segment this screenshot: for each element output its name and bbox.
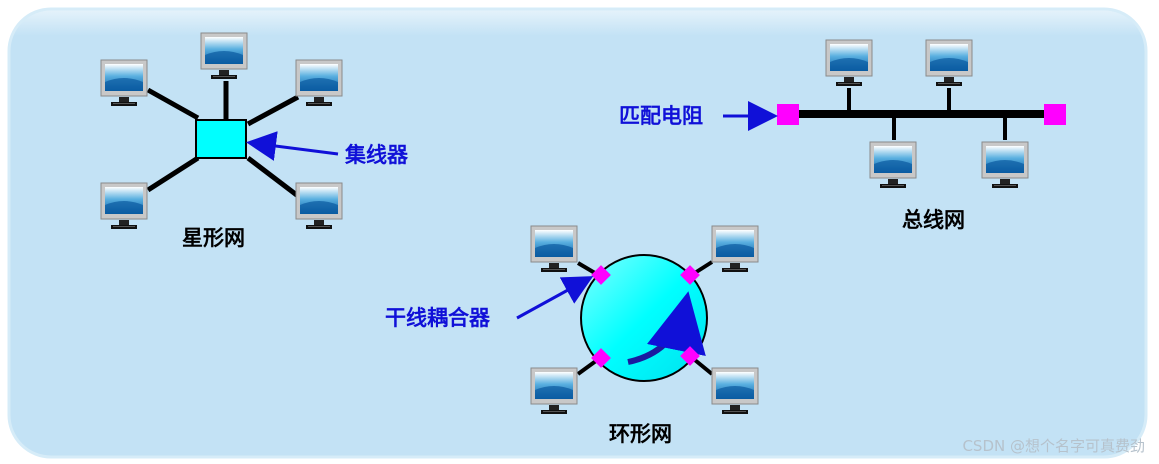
- bus-network-label: 总线网: [902, 208, 965, 232]
- terminator-right: [1044, 104, 1066, 125]
- ring-direction-arrow: [627, 291, 706, 365]
- coupler-label: 干线耦合器: [385, 306, 490, 330]
- background-panel: [7, 7, 1148, 459]
- hub-arrow: [246, 131, 339, 161]
- star-network: [100, 32, 343, 230]
- hub-label: 集线器: [345, 143, 408, 167]
- bus-network: [723, 39, 1066, 189]
- star-cables: [146, 81, 300, 198]
- watermark: CSDN @想个名字可真费劲: [962, 437, 1145, 455]
- coupler-arrow: [516, 276, 594, 320]
- hub-box: [195, 119, 247, 159]
- star-network-label: 星形网: [182, 226, 245, 250]
- ring-network: [516, 225, 759, 415]
- ring-network-label: 环形网: [609, 422, 672, 446]
- terminator-left: [777, 104, 799, 125]
- ring-couplers: [591, 265, 700, 368]
- terminator-label: 匹配电阻: [619, 104, 703, 128]
